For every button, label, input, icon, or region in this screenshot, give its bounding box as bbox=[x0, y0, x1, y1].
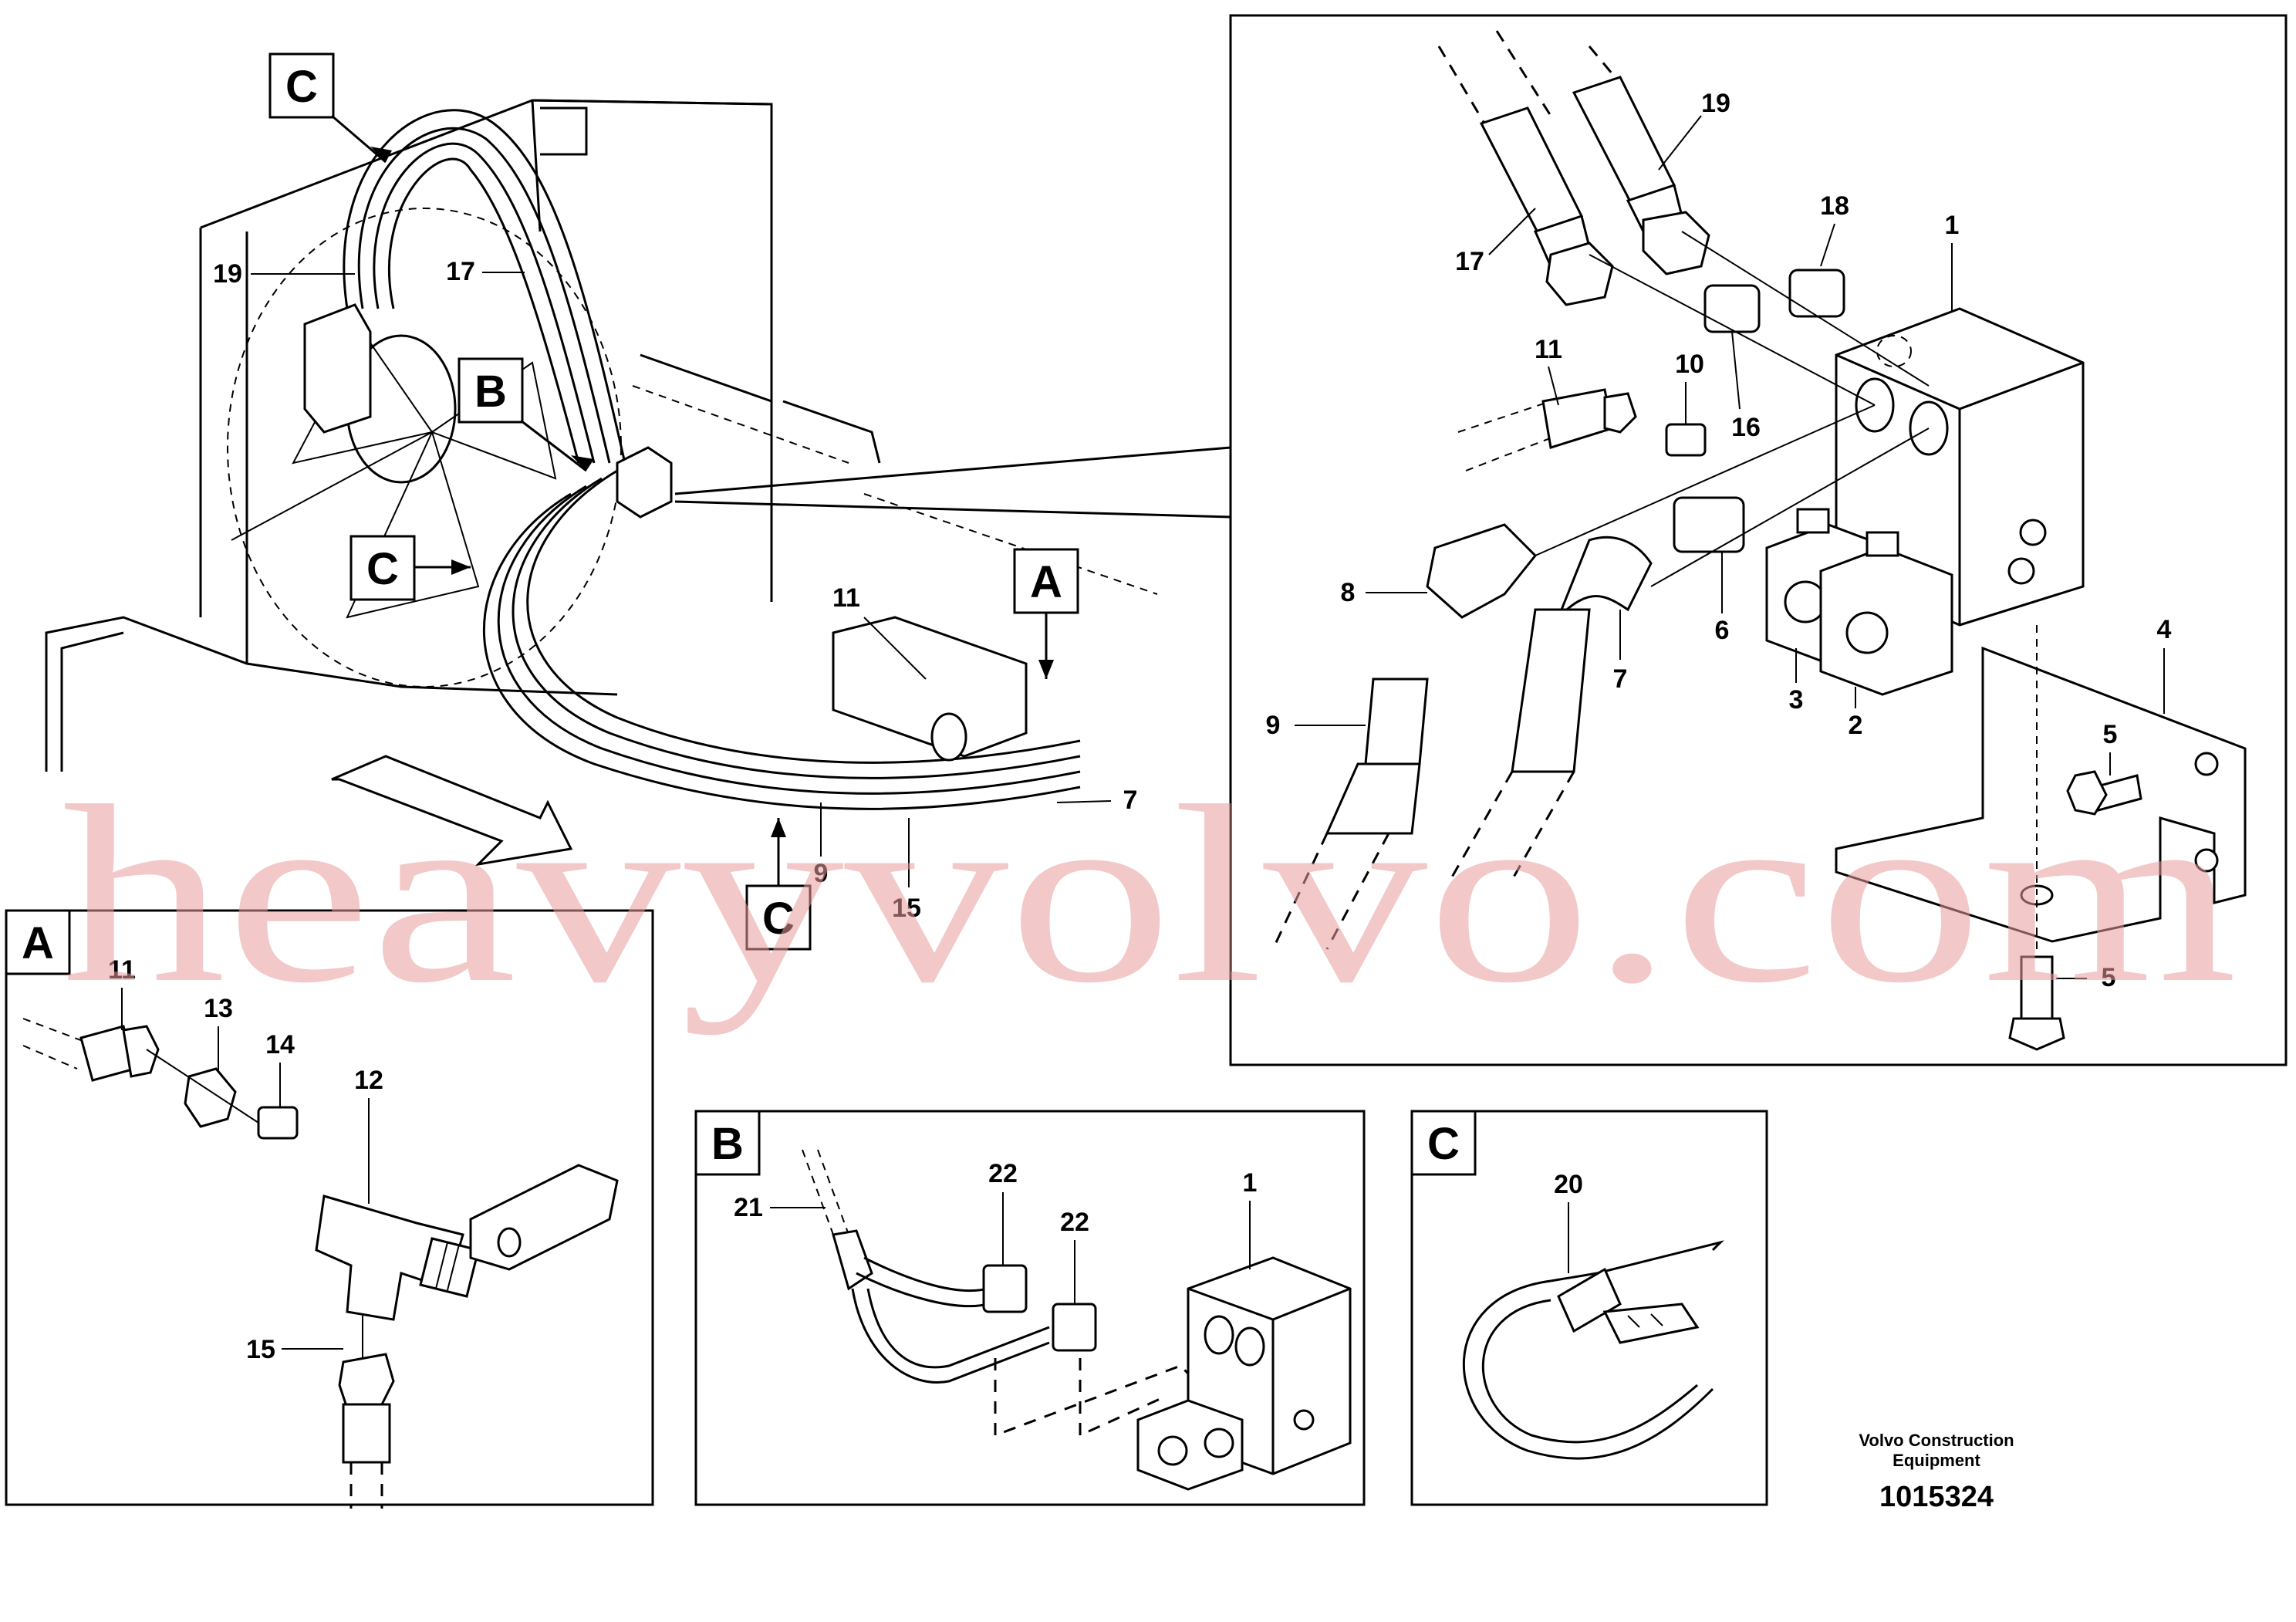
detail-a-label-14: 14 bbox=[265, 1030, 295, 1059]
detail-b-label-22-a: 22 bbox=[988, 1159, 1018, 1188]
detail-label-9: 9 bbox=[1266, 711, 1281, 740]
callout-a: A bbox=[1030, 557, 1062, 607]
company-name-line1: Volvo Construction bbox=[1859, 1431, 2014, 1450]
detail-label-10: 10 bbox=[1675, 350, 1704, 379]
detail-label-7: 7 bbox=[1613, 664, 1628, 694]
detail-c-label-20: 20 bbox=[1554, 1170, 1583, 1199]
callout-c-bottom: C bbox=[762, 894, 795, 944]
detail-a-label-11: 11 bbox=[108, 955, 136, 985]
main-label-15: 15 bbox=[892, 894, 921, 923]
main-label-11: 11 bbox=[832, 583, 860, 613]
detail-label-18: 18 bbox=[1820, 191, 1849, 221]
main-label-7: 7 bbox=[1123, 786, 1138, 815]
document-number: 1015324 bbox=[1879, 1481, 1994, 1513]
company-name-line2: Equipment bbox=[1893, 1451, 1980, 1470]
detail-a-label-15: 15 bbox=[246, 1335, 275, 1364]
detail-label-11: 11 bbox=[1535, 335, 1562, 364]
detail-label-8: 8 bbox=[1341, 578, 1356, 607]
detail-a-box: A 11 13 14 12 15 bbox=[5, 909, 654, 1509]
detail-b-label-1: 1 bbox=[1243, 1168, 1258, 1198]
detail-b-label-21: 21 bbox=[734, 1193, 763, 1222]
detail-label-16: 16 bbox=[1731, 413, 1761, 442]
callout-c-top: C bbox=[285, 62, 318, 112]
main-label-17: 17 bbox=[446, 257, 475, 286]
detail-c-title: C bbox=[1427, 1119, 1460, 1169]
callout-c-mid: C bbox=[366, 544, 399, 594]
detail-label-17: 17 bbox=[1455, 247, 1484, 276]
main-label-9: 9 bbox=[814, 859, 829, 888]
detail-label-4: 4 bbox=[2157, 615, 2172, 644]
detail-label-5-bottom: 5 bbox=[2102, 963, 2116, 992]
detail-a-title: A bbox=[22, 918, 54, 968]
detail-main-box: 19 18 1 17 11 10 16 8 7 6 3 2 4 5 9 5 bbox=[1229, 14, 2288, 1066]
detail-label-5-top: 5 bbox=[2103, 720, 2118, 749]
main-label-19: 19 bbox=[213, 259, 242, 289]
detail-label-3: 3 bbox=[1789, 685, 1804, 715]
watermark-text: heavyvolvo.com bbox=[62, 754, 2237, 1036]
detail-c-box: C 20 bbox=[1410, 1110, 1768, 1506]
detail-label-19: 19 bbox=[1701, 89, 1730, 118]
detail-label-2: 2 bbox=[1849, 711, 1863, 740]
detail-label-6: 6 bbox=[1715, 616, 1730, 645]
main-assembly-view: C B C A C 19 17 11 9 15 7 bbox=[45, 52, 1231, 951]
detail-a-label-12: 12 bbox=[354, 1066, 383, 1095]
detail-a-label-13: 13 bbox=[204, 994, 233, 1023]
detail-b-title: B bbox=[711, 1119, 744, 1169]
detail-b-box: B 22 22 21 1 bbox=[694, 1110, 1366, 1506]
detail-label-1: 1 bbox=[1945, 211, 1960, 240]
footer: Volvo Construction Equipment 1015324 bbox=[1859, 1431, 2014, 1513]
detail-b-label-22-b: 22 bbox=[1060, 1208, 1089, 1237]
callout-b: B bbox=[474, 367, 507, 417]
